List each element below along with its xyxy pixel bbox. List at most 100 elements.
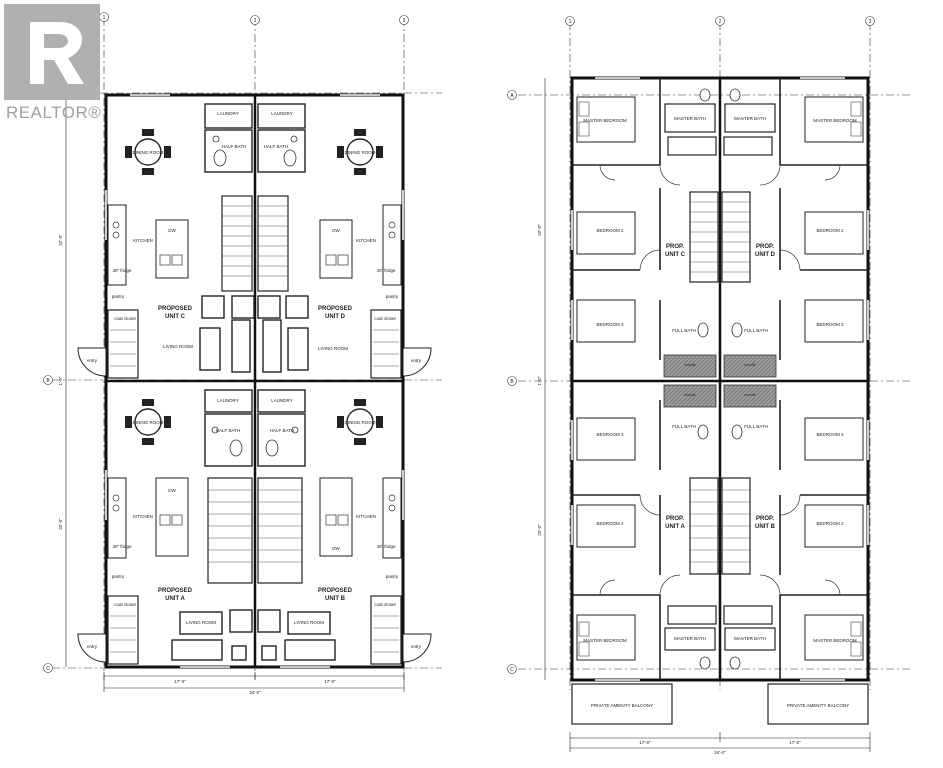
dw-label-c: DW	[168, 228, 176, 233]
dw-label-b: DW	[332, 546, 340, 551]
dining-table-a	[134, 408, 162, 436]
laundry-label-d: LAUNDRY	[271, 111, 292, 116]
grid-bubble-upper-3	[865, 16, 875, 26]
bedroom3-label-a: BEDROOM 3	[596, 432, 624, 437]
stair-unit-c	[221, 195, 253, 292]
dim-width-right-d: 17'-0"	[324, 679, 336, 684]
full-bath-label-a: FULL BATH	[672, 424, 696, 429]
ensuite-label-d: ensuite	[744, 363, 755, 367]
fridge-label-c: 30" fridge	[112, 268, 132, 273]
grid-label-upper-b: B	[510, 379, 514, 385]
balcony-right	[767, 683, 869, 725]
pantry-label-d: pantry	[386, 294, 399, 299]
grid-bubble-upper-1	[565, 16, 575, 26]
dining-label-d: DINING ROOM	[345, 150, 376, 155]
entry-label-c: entry	[87, 358, 98, 363]
kitchen-label-b: KITCHEN	[356, 514, 376, 519]
dim-depth-top: 32'-0"	[58, 234, 63, 246]
upper-floor-plan: 1 2 3 A B C	[507, 16, 910, 755]
half-bath-label-d: HALF BATH	[264, 144, 288, 149]
upper-unit-b-line2: UNIT B	[755, 524, 776, 530]
fridge-label-a: 30" fridge	[112, 544, 132, 549]
bed-3-d	[804, 299, 864, 343]
kitchen-island-b	[319, 477, 353, 557]
unit-d-title-line2: UNIT D	[325, 314, 346, 320]
dim-width-left-c: 17'-0"	[174, 679, 186, 684]
entry-label-b: entry	[411, 644, 422, 649]
master-bath-label-b: MASTER BATH	[734, 636, 766, 641]
stair-unit-d	[257, 195, 289, 292]
unit-b-title-line2: UNIT B	[325, 596, 346, 602]
grid-bubble-upper-a	[507, 90, 517, 100]
upper-dim-mid: 1'-0"	[537, 376, 542, 385]
fridge-label-d: 30" fridge	[376, 268, 396, 273]
balcony-left	[571, 683, 673, 725]
grid-bubble-upper-2	[715, 16, 725, 26]
upper-stair-d	[721, 191, 751, 283]
dining-table-c	[134, 138, 162, 166]
upper-dim-width-left: 17'-0"	[639, 740, 651, 745]
grid-bubble-c	[43, 663, 53, 673]
pantry-label-a: pantry	[112, 574, 125, 579]
bedroom3-label-b: BEDROOM 3	[816, 432, 844, 437]
unit-b-title-line1: PROPOSED	[318, 588, 353, 594]
master-bedroom-label-c: MASTER BEDROOM	[583, 118, 627, 123]
grid-label-upper-3: 3	[869, 19, 872, 25]
entry-label-d: entry	[411, 358, 422, 363]
coat-closet-label-a: coat closet	[114, 602, 136, 607]
grid-bubble-b	[43, 375, 53, 385]
grid-label-c: C	[46, 666, 50, 672]
grid-bubble-3	[399, 15, 409, 25]
dw-label-a: DW	[168, 488, 176, 493]
grid-bubble-2	[250, 15, 260, 25]
upper-unit-a-line1: PROP.	[666, 516, 684, 522]
full-bath-label-d: FULL BATH	[744, 328, 768, 333]
realtor-r-icon	[4, 4, 100, 100]
ensuite-label-c: ensuite	[684, 363, 695, 367]
bed-2-d	[804, 211, 864, 255]
pantry-label-b: pantry	[386, 574, 399, 579]
dw-label-d: DW	[332, 228, 340, 233]
realtor-logo-text: REALTOR®	[6, 103, 102, 122]
laundry-label-c: LAUNDRY	[217, 111, 238, 116]
grid-label-3: 3	[403, 18, 406, 24]
coat-closet-label-d: coat closet	[374, 316, 396, 321]
unit-a-title-line1: PROPOSED	[158, 588, 193, 594]
living-label-b: LIVING ROOM	[294, 620, 324, 625]
unit-c-title-line1: PROPOSED	[158, 306, 193, 312]
master-bedroom-label-a: MASTER BEDROOM	[583, 638, 627, 643]
laundry-label-a: LAUNDRY	[217, 398, 238, 403]
realtor-logo-mark	[4, 4, 100, 100]
dim-depth-bottom: 32'-0"	[58, 518, 63, 530]
upper-dim-depth-top: 32'-0"	[537, 224, 542, 236]
kitchen-island-d	[319, 219, 353, 279]
kitchen-label-d: KITCHEN	[356, 238, 376, 243]
stair-unit-b	[257, 477, 303, 584]
kitchen-label-a: KITCHEN	[133, 514, 153, 519]
ensuite-label-a: ensuite	[684, 393, 695, 397]
ensuite-label-b: ensuite	[744, 393, 755, 397]
master-bath-label-c: MASTER BATH	[674, 116, 706, 121]
half-bath-label-a: HALF BATH	[216, 428, 240, 433]
bed-2-c	[576, 211, 636, 255]
balcony-label-right: PRIVATE AMENITY BALCONY	[787, 703, 849, 708]
coat-closet-label-b: coat closet	[374, 602, 396, 607]
upper-unit-d-line1: PROP.	[756, 244, 774, 250]
unit-a-title-line2: UNIT A	[165, 596, 185, 602]
master-bath-label-a: MASTER BATH	[674, 636, 706, 641]
dim-mid: 1'-0"	[58, 376, 63, 385]
full-bath-label-c: FULL BATH	[672, 328, 696, 333]
bedroom2-label-c: BEDROOM 2	[596, 228, 624, 233]
bedroom2-label-d: BEDROOM 2	[816, 228, 844, 233]
master-bedroom-label-b: MASTER BEDROOM	[813, 638, 857, 643]
pantry-label-c: pantry	[112, 294, 125, 299]
bed-2-b-lower	[804, 504, 864, 548]
grid-label-b: B	[46, 378, 50, 384]
upper-dim-width-total: 34'-0"	[714, 750, 726, 755]
entry-label-a: entry	[87, 644, 98, 649]
grid-label-upper-1: 1	[569, 19, 572, 25]
bedroom2-label-a: BEDROOM 2	[596, 521, 624, 526]
dining-label-b: DINING ROOM	[345, 420, 376, 425]
upper-unit-c-line2: UNIT C	[665, 252, 686, 258]
